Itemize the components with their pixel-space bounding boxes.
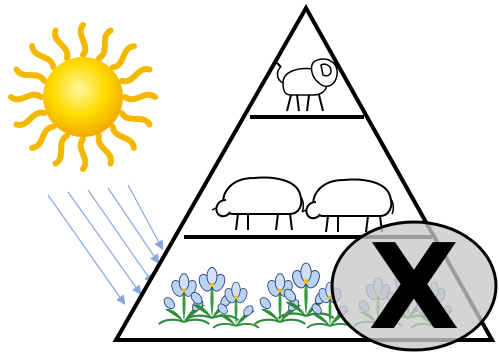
sun-ray (16, 69, 44, 80)
elimination-x-label: X (369, 218, 460, 356)
sun-ray (11, 95, 41, 100)
sun-ray (81, 139, 86, 169)
sun-ray (122, 69, 150, 81)
sun-ray (125, 95, 155, 100)
sun-ray (55, 136, 66, 164)
sun-ray (32, 46, 53, 67)
sun-ray (81, 25, 86, 55)
sun-ray (99, 136, 111, 164)
sun-ray (99, 30, 110, 58)
sun-icon (11, 25, 155, 169)
sunlight-arrows-icon (48, 185, 162, 303)
sun-ray (16, 113, 44, 125)
sun-ray (122, 113, 150, 124)
sun-ray (32, 127, 53, 148)
sun-ray (55, 30, 67, 58)
sun-ray (113, 46, 134, 67)
sun-ray (113, 127, 134, 148)
